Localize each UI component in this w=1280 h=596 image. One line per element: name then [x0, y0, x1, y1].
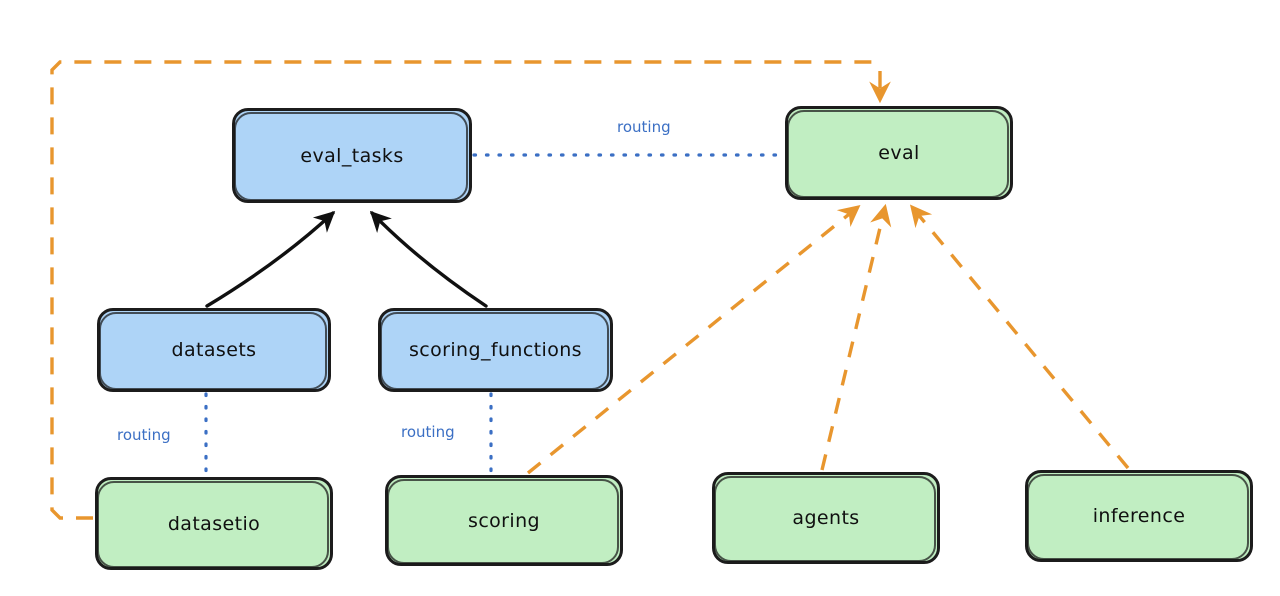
node-agents[interactable]: agents: [712, 472, 940, 564]
node-label-datasetio: datasetio: [167, 512, 261, 535]
node-label-inference: inference: [1092, 505, 1186, 527]
node-inference[interactable]: inference: [1025, 470, 1253, 562]
node-eval[interactable]: eval: [785, 106, 1013, 200]
edge-label-routing-eval_tasks-eval: routing: [614, 118, 674, 136]
node-datasets[interactable]: datasets: [97, 308, 331, 392]
node-datasetio[interactable]: datasetio: [95, 477, 333, 570]
edge-label-routing-datasets-datasetio: routing: [114, 426, 174, 444]
node-label-eval_tasks: eval_tasks: [300, 144, 404, 167]
edge-label-routing-scoring_functions-scoring: routing: [398, 423, 458, 441]
node-eval_tasks[interactable]: eval_tasks: [232, 108, 472, 203]
node-scoring_functions[interactable]: scoring_functions: [378, 308, 613, 392]
edge-inference-eval: [909, 204, 1130, 470]
edge-datasets-eval_tasks: [205, 210, 336, 308]
node-scoring[interactable]: scoring: [385, 475, 623, 566]
node-label-scoring: scoring: [468, 509, 540, 532]
edge-agents-eval: [820, 203, 892, 471]
node-label-datasets: datasets: [171, 339, 257, 361]
node-label-scoring_functions: scoring_functions: [409, 339, 582, 361]
node-label-agents: agents: [792, 507, 860, 529]
edge-scoring_functions-eval_tasks: [369, 210, 488, 308]
node-label-eval: eval: [878, 142, 920, 164]
